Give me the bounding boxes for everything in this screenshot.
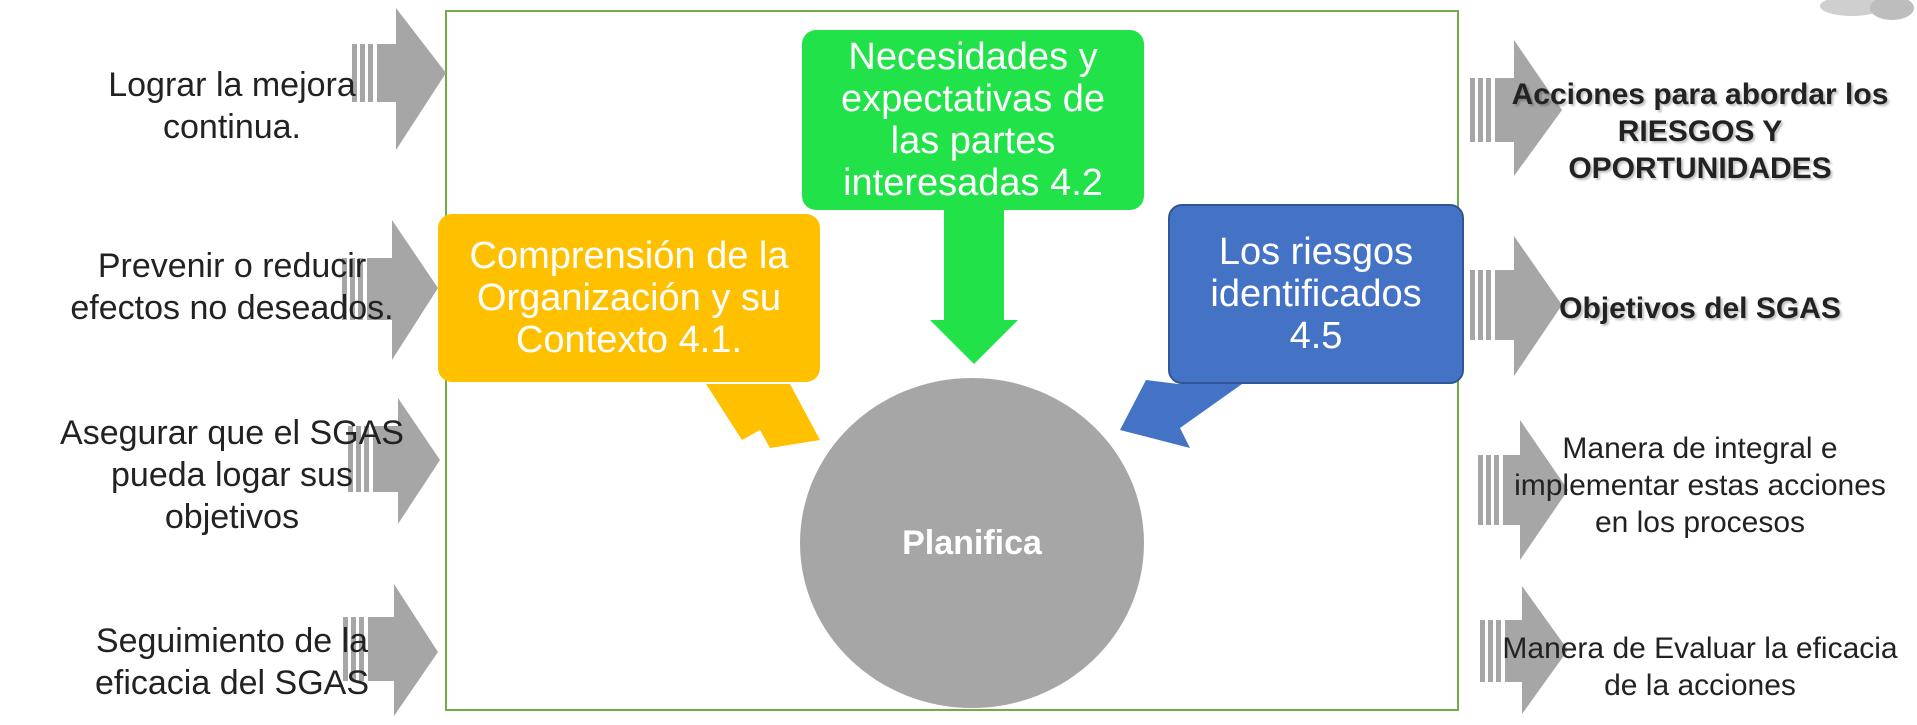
down-arrow-icon xyxy=(930,210,1018,364)
left-arrow-4-icon xyxy=(343,584,438,716)
right-arrow-1-icon xyxy=(1470,40,1562,176)
right-item-4: Manera de Evaluar la eficacia de la acci… xyxy=(1502,632,1898,702)
left-arrow-2-icon xyxy=(342,220,438,360)
core-label: Planifica xyxy=(902,523,1042,562)
right-item-1: Acciones para abordar los RIESGOS Y OPOR… xyxy=(1511,78,1889,185)
needs-box: Necesidades y expectativas de las partes… xyxy=(802,30,1144,210)
context-box: Comprensión de la Organización y su Cont… xyxy=(438,214,820,382)
risks-box: Los riesgos identificados 4.5 xyxy=(1168,204,1464,384)
right-arrow-3-icon xyxy=(1478,420,1568,560)
left-arrow-1-icon xyxy=(352,8,446,150)
right-item-3: Manera de integral e implementar estas a… xyxy=(1514,432,1886,539)
corner-decoration-icon xyxy=(1820,0,1914,20)
left-arrow-3-icon xyxy=(348,398,440,524)
context-arrow-icon xyxy=(706,384,820,448)
left-item-2: Prevenir o reducir efectos no deseados. xyxy=(70,247,394,327)
risks-arrow-icon xyxy=(1120,380,1242,448)
right-arrow-4-icon xyxy=(1480,586,1568,714)
right-arrow-2-icon xyxy=(1470,236,1562,376)
right-item-2: Objetivos del SGAS xyxy=(1559,292,1841,325)
left-item-1: Lograr la mejora continua. xyxy=(108,66,356,146)
left-item-4: Seguimiento de la eficacia del SGAS xyxy=(94,622,370,702)
planifica-circle: Planifica xyxy=(800,378,1144,708)
left-item-3: Asegurar que el SGAS pueda logar sus obj… xyxy=(60,414,404,536)
